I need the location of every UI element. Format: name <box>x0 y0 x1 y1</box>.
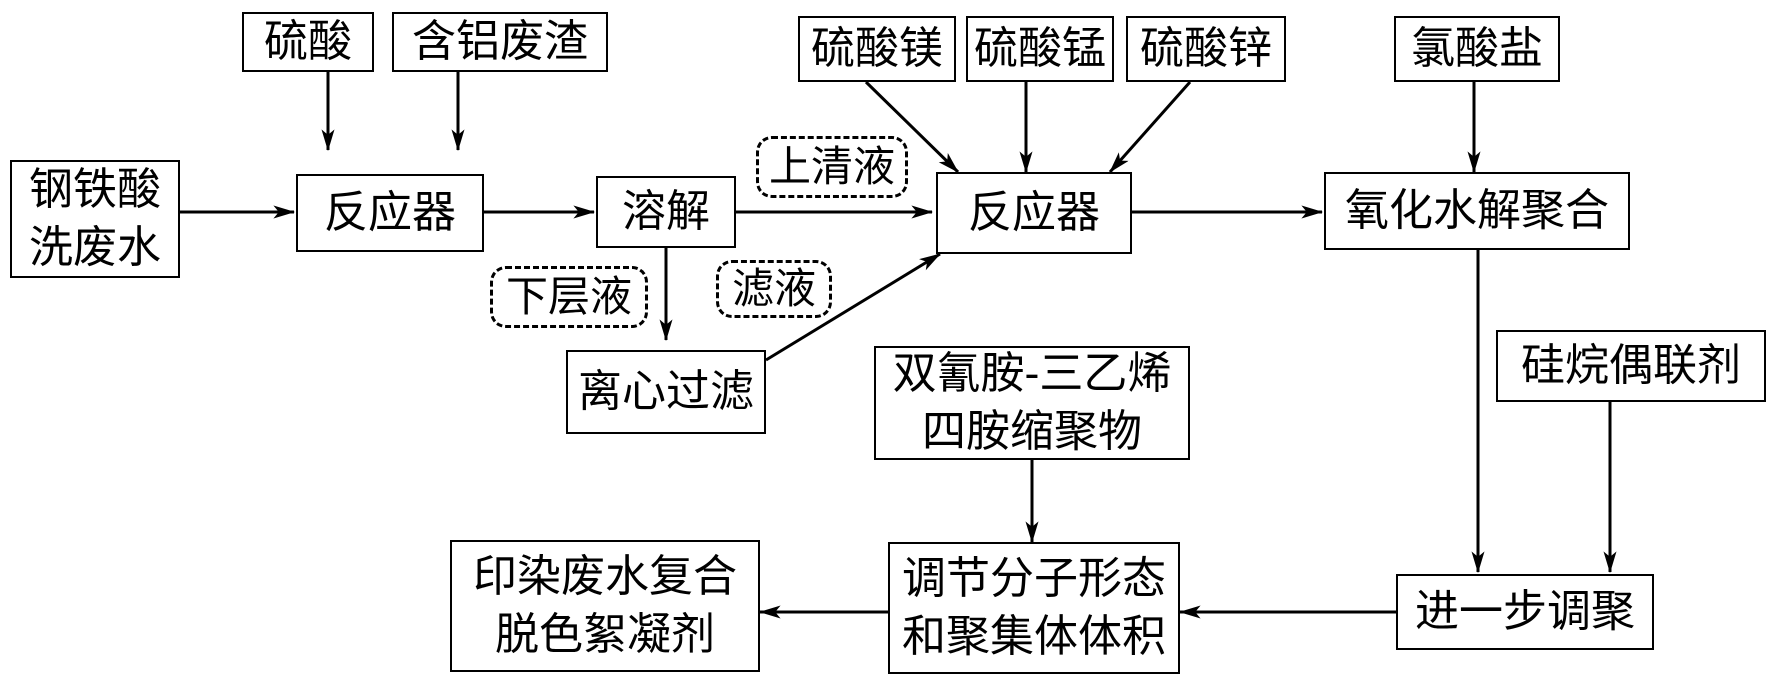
chlorate-box: 氯酸盐 <box>1394 16 1560 82</box>
zinc-sulfate-box: 硫酸锌 <box>1126 16 1286 82</box>
sulfuric-acid-box: 硫酸 <box>242 12 374 72</box>
magnesium-sulfate-box: 硫酸镁 <box>798 16 956 82</box>
silane-coupling-agent-box: 硅烷偶联剂 <box>1496 330 1766 402</box>
lower-liquid-label: 下层液 <box>490 266 648 328</box>
adjust-morphology-box: 调节分子形态 和聚集体体积 <box>888 542 1180 674</box>
steel-pickling-wastewater-box: 钢铁酸 洗废水 <box>10 160 180 278</box>
arrow-zinc-to-reactor2 <box>1108 81 1192 173</box>
filtrate-label: 滤液 <box>716 260 832 318</box>
further-polymerization-box: 进一步调聚 <box>1396 574 1654 650</box>
supernatant-label: 上清液 <box>756 136 908 198</box>
arrow-magnesium-to-reactor2 <box>864 80 960 174</box>
arrow-centrifuge-to-reactor2 <box>765 252 941 362</box>
reactor-1-box: 反应器 <box>296 174 484 252</box>
dicyandiamide-polymer-box: 双氰胺-三乙烯 四胺缩聚物 <box>874 346 1190 460</box>
centrifugal-filtration-box: 离心过滤 <box>566 350 766 434</box>
aluminum-slag-box: 含铝废渣 <box>392 12 608 72</box>
final-product-box: 印染废水复合 脱色絮凝剂 <box>450 540 760 672</box>
oxidation-hydrolysis-polymerization-box: 氧化水解聚合 <box>1324 172 1630 250</box>
reactor-2-box: 反应器 <box>936 172 1132 254</box>
dissolution-box: 溶解 <box>596 176 736 248</box>
manganese-sulfate-box: 硫酸锰 <box>966 16 1114 82</box>
